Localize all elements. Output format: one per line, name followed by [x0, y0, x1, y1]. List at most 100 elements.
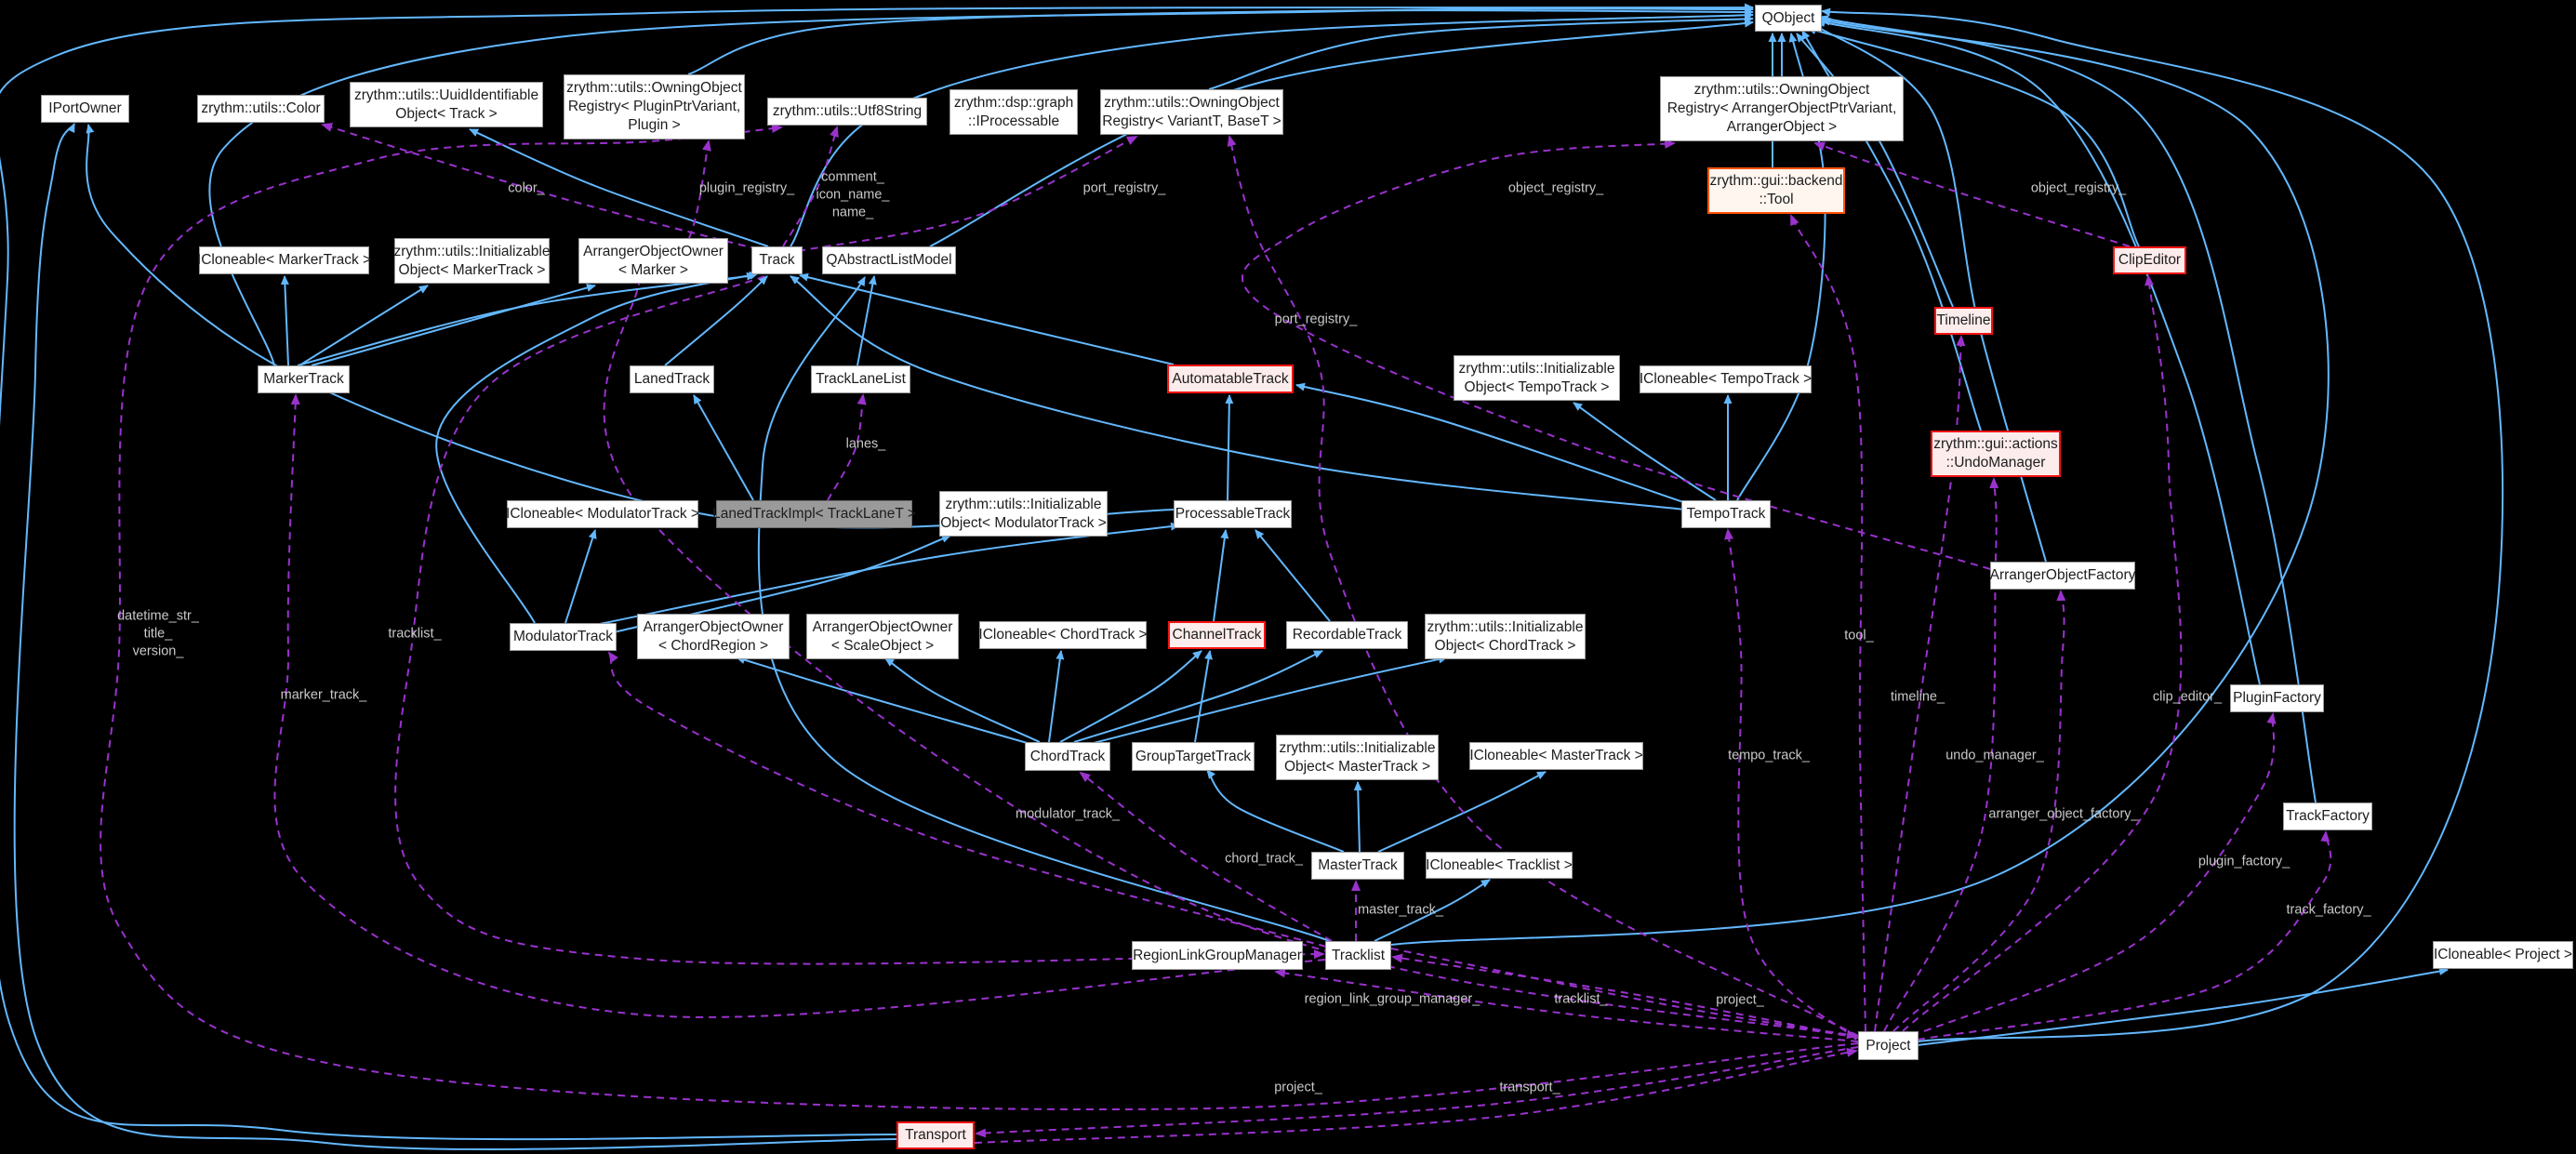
class-node-label: LanedTrack — [633, 371, 710, 387]
edge-recordabletrack-to-processabletrack — [1255, 529, 1331, 622]
edge-channeltrack-to-processabletrack — [1213, 529, 1229, 622]
class-node-label: QAbstractListModel — [826, 252, 952, 268]
class-node-rlgm[interactable]: RegionLinkGroupManager — [1132, 941, 1303, 970]
edge-chordtrack-to-icl_chordtrack — [1048, 650, 1065, 743]
class-node-icl_modulatortrack[interactable]: ICloneable< ModulatorTrack > — [506, 500, 699, 528]
class-node-clipeditor[interactable]: ClipEditor — [2113, 246, 2186, 274]
class-node-undomanager[interactable]: zrythm::gui::actions::UndoManager — [1931, 431, 2061, 477]
class-node-iportowner[interactable]: IPortOwner — [41, 95, 129, 123]
class-node-label: QObject — [1761, 9, 1815, 26]
class-node-tool[interactable]: zrythm::gui::backend::Tool — [1707, 167, 1845, 214]
class-node-label: TrackLaneList — [816, 371, 906, 387]
class-node-icl_tempotrack[interactable]: ICloneable< TempoTrack > — [1640, 365, 1812, 393]
class-node-icl_project[interactable]: ICloneable< Project > — [2433, 941, 2573, 969]
class-node-label: MasterTrack — [1318, 857, 1398, 873]
edge-qabstractlistmodel-to-qobject — [929, 19, 1754, 247]
edge-tracklist-to-icl_tracklist — [1374, 879, 1491, 942]
edge-project-to-icl_project — [1917, 967, 2449, 1046]
class-node-label: Project — [1866, 1037, 1911, 1054]
class-node-label: ICloneable< Tracklist > — [1426, 856, 1573, 873]
class-node-label: < ScaleObject > — [830, 637, 935, 654]
edge-markertrack-to-init_markertrack — [299, 285, 429, 366]
class-node-markertrack[interactable]: MarkerTrack — [258, 365, 350, 393]
edge-pluginfactory-to-qobject — [1816, 19, 2261, 685]
class-node-qobject[interactable]: QObject — [1755, 5, 1822, 32]
class-node-label: ClipEditor — [2118, 252, 2182, 268]
class-node-label: Transport — [905, 1127, 966, 1143]
edge-mastertrack-to-init_mastertrack — [1353, 781, 1362, 853]
class-node-label: zrythm::utils::UuidIdentifiable — [353, 86, 539, 103]
class-node-recordabletrack[interactable]: RecordableTrack — [1286, 621, 1408, 649]
class-node-tracklist[interactable]: Tracklist — [1325, 941, 1391, 970]
edge-project-to-qobject — [1821, 7, 2504, 1042]
edge-automatabletrack-to-track — [799, 272, 1175, 365]
class-node-label: zrythm::utils::Color — [201, 100, 321, 116]
class-node-mastertrack[interactable]: MasterTrack — [1311, 852, 1404, 880]
edge-tempotrack-to-automatabletrack — [1295, 382, 1684, 503]
class-node-label: Timeline — [1936, 312, 1991, 328]
class-node-label: ::IProcessable — [967, 113, 1060, 129]
class-node-label: Track — [759, 252, 795, 268]
class-node-arrobjfactory[interactable]: ArrangerObjectFactory — [1990, 562, 2135, 590]
class-node-aoo_scaleobject[interactable]: ArrangerObjectOwner< ScaleObject > — [806, 614, 959, 659]
class-node-automatabletrack[interactable]: AutomatableTrack — [1167, 365, 1294, 393]
class-node-utf8string[interactable]: zrythm::utils::Utf8String — [767, 98, 927, 126]
edge-transport-to-qobject — [0, 3, 1754, 1141]
edge-project-to-undomanager — [1883, 477, 1999, 1032]
class-node-chordtrack[interactable]: ChordTrack — [1025, 742, 1110, 771]
class-node-icl_tracklist[interactable]: ICloneable< Tracklist > — [1426, 852, 1573, 879]
edge-clipeditor-to-owningreg_arrobj — [1813, 141, 2131, 247]
class-node-label: TempoTrack — [1686, 506, 1766, 522]
edge-track-to-qobject — [790, 10, 1754, 247]
class-node-label: Registry< PluginPtrVariant, — [567, 99, 741, 114]
edge-tracklanelist-to-qabstractlistmodel — [856, 275, 877, 366]
class-node-aoo_chordregion[interactable]: ArrangerObjectOwner< ChordRegion > — [637, 614, 790, 659]
class-node-lanedtrackimpl[interactable]: LanedTrackImpl< TrackLaneT > — [712, 500, 916, 528]
class-node-label: ICloneable< MasterTrack > — [1469, 748, 1643, 763]
class-node-label: zrythm::utils::Initializable — [1458, 360, 1615, 377]
edge-project-to-arrobjfactory — [1892, 590, 2066, 1032]
class-node-trackfactory[interactable]: TrackFactory — [2283, 802, 2372, 830]
class-node-timeline[interactable]: Timeline — [1934, 307, 1993, 335]
class-node-lanedtrack[interactable]: LanedTrack — [630, 365, 714, 393]
edge-markertrack-to-qobject — [208, 5, 1754, 366]
class-node-label: Object< TempoTrack > — [1464, 378, 1610, 395]
class-node-processabletrack[interactable]: ProcessableTrack — [1174, 500, 1292, 528]
edge-clipeditor-to-qobject — [1807, 26, 2140, 247]
edge-owningreg_plugin-to-qobject — [687, 7, 1754, 75]
class-node-project[interactable]: Project — [1858, 1031, 1919, 1060]
class-node-tempotrack[interactable]: TempoTrack — [1681, 500, 1771, 528]
class-node-label: GroupTargetTrack — [1135, 748, 1252, 764]
class-node-grouptargettrack[interactable]: GroupTargetTrack — [1132, 742, 1255, 771]
edge-modulatortrack-to-track — [435, 271, 759, 624]
class-node-track[interactable]: Track — [751, 246, 803, 274]
class-node-aoo_marker[interactable]: ArrangerObjectOwner< Marker > — [578, 238, 728, 284]
class-node-transport[interactable]: Transport — [896, 1121, 975, 1149]
class-node-tracklanelist[interactable]: TrackLaneList — [811, 365, 910, 393]
class-node-qabstractlistmodel[interactable]: QAbstractListModel — [822, 246, 956, 274]
class-node-label: MarkerTrack — [263, 371, 344, 387]
class-node-iprocessable[interactable]: zrythm::dsp::graph::IProcessable — [949, 89, 1078, 135]
edge-tracklist-to-qobject — [1390, 17, 2330, 946]
class-node-channeltrack[interactable]: ChannelTrack — [1168, 621, 1266, 649]
class-node-modulatortrack[interactable]: ModulatorTrack — [510, 623, 617, 651]
edge-markertrack-to-icl_markertrack — [280, 275, 289, 366]
class-node-color[interactable]: zrythm::utils::Color — [197, 95, 325, 123]
class-node-icl_markertrack[interactable]: ICloneable< MarkerTrack > — [197, 246, 371, 274]
edge-chordtrack-to-aoo_chordregion — [736, 656, 1031, 745]
class-node-icl_mastertrack[interactable]: ICloneable< MasterTrack > — [1469, 742, 1643, 770]
edge-project-to-tracklist — [1391, 953, 1859, 1039]
class-node-pluginfactory[interactable]: PluginFactory — [2230, 684, 2324, 712]
class-node-label: zrythm::utils::Initializable — [945, 496, 1102, 512]
class-node-icl_chordtrack[interactable]: ICloneable< ChordTrack > — [978, 621, 1148, 649]
